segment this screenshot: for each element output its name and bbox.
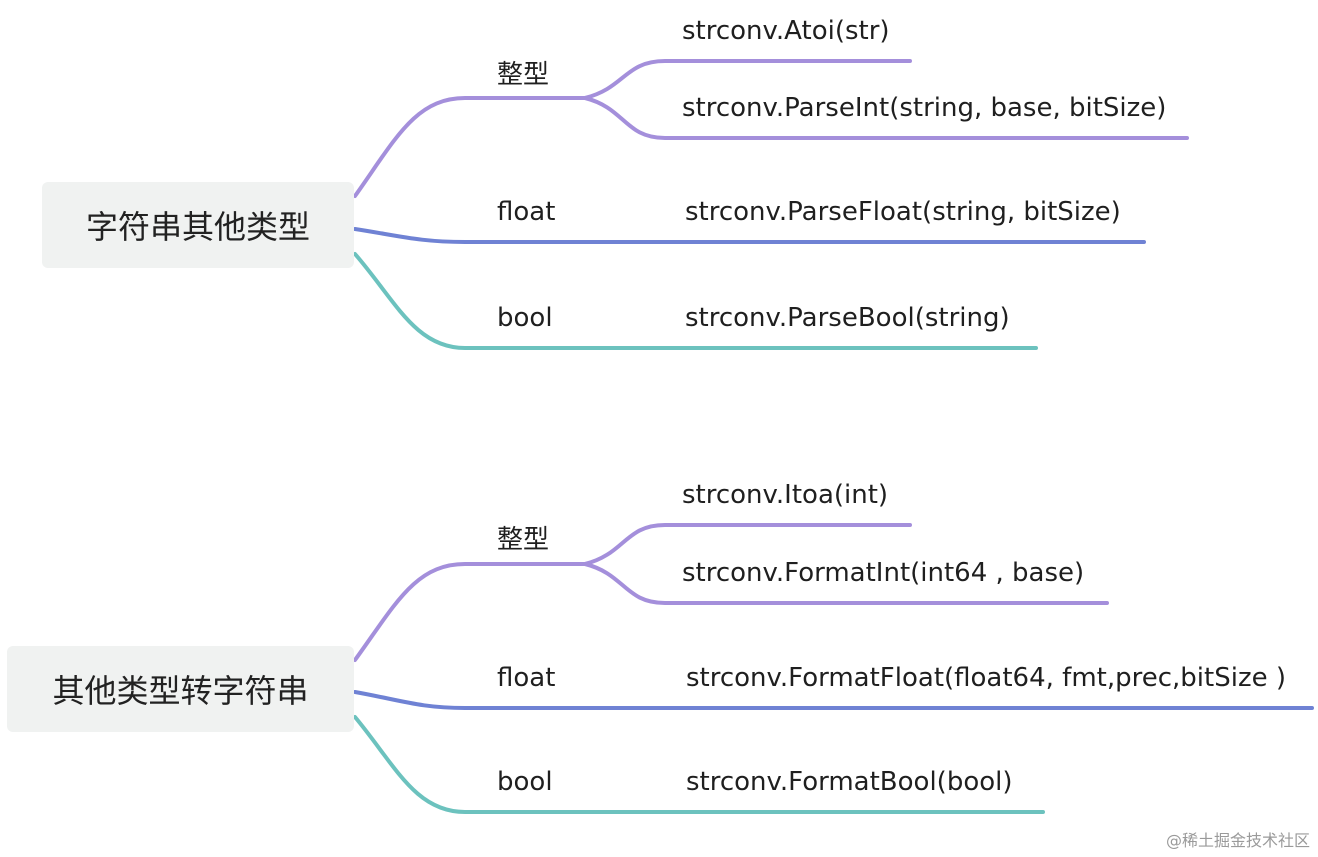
link-int2-fn2	[583, 562, 1109, 605]
branch-label-float[interactable]: float	[497, 663, 556, 693]
root-node-string-to-other[interactable]: 字符串其他类型	[42, 182, 354, 268]
watermark: @稀土掘金技术社区	[1165, 831, 1310, 850]
leaf-parseint[interactable]: strconv.ParseInt(string, base, bitSize)	[682, 93, 1167, 123]
branch-label-bool[interactable]: bool	[497, 767, 553, 797]
link-int1-fn2	[583, 96, 1189, 140]
root-node-other-to-string[interactable]: 其他类型转字符串	[7, 646, 354, 732]
leaf-formatint[interactable]: strconv.FormatInt(int64 , base)	[682, 558, 1085, 588]
leaf-parsefloat[interactable]: strconv.ParseFloat(string, bitSize)	[685, 197, 1121, 227]
root-node-label: 其他类型转字符串	[52, 672, 309, 710]
branch-label-bool[interactable]: bool	[497, 303, 553, 333]
link-root2-bool	[353, 715, 1045, 814]
leaf-formatfloat[interactable]: strconv.FormatFloat(float64, fmt,prec,bi…	[686, 663, 1286, 693]
link-root2-float	[353, 690, 1314, 710]
link-root1-bool	[353, 252, 1038, 350]
link-int2-fn1	[583, 523, 912, 566]
leaf-itoa[interactable]: strconv.Itoa(int)	[682, 480, 889, 510]
root-node-label: 字符串其他类型	[85, 208, 310, 246]
leaf-formatbool[interactable]: strconv.FormatBool(bool)	[686, 767, 1013, 797]
branch-label-int[interactable]: 整型	[497, 525, 550, 555]
link-int1-fn1	[583, 59, 912, 100]
leaf-parsebool[interactable]: strconv.ParseBool(string)	[685, 303, 1010, 333]
branch-label-int[interactable]: 整型	[497, 60, 550, 90]
link-root2-int	[353, 562, 587, 662]
branch-label-float[interactable]: float	[497, 197, 556, 227]
link-root1-int	[353, 96, 587, 198]
link-root1-float	[353, 227, 1146, 244]
leaf-atoi[interactable]: strconv.Atoi(str)	[682, 16, 890, 46]
